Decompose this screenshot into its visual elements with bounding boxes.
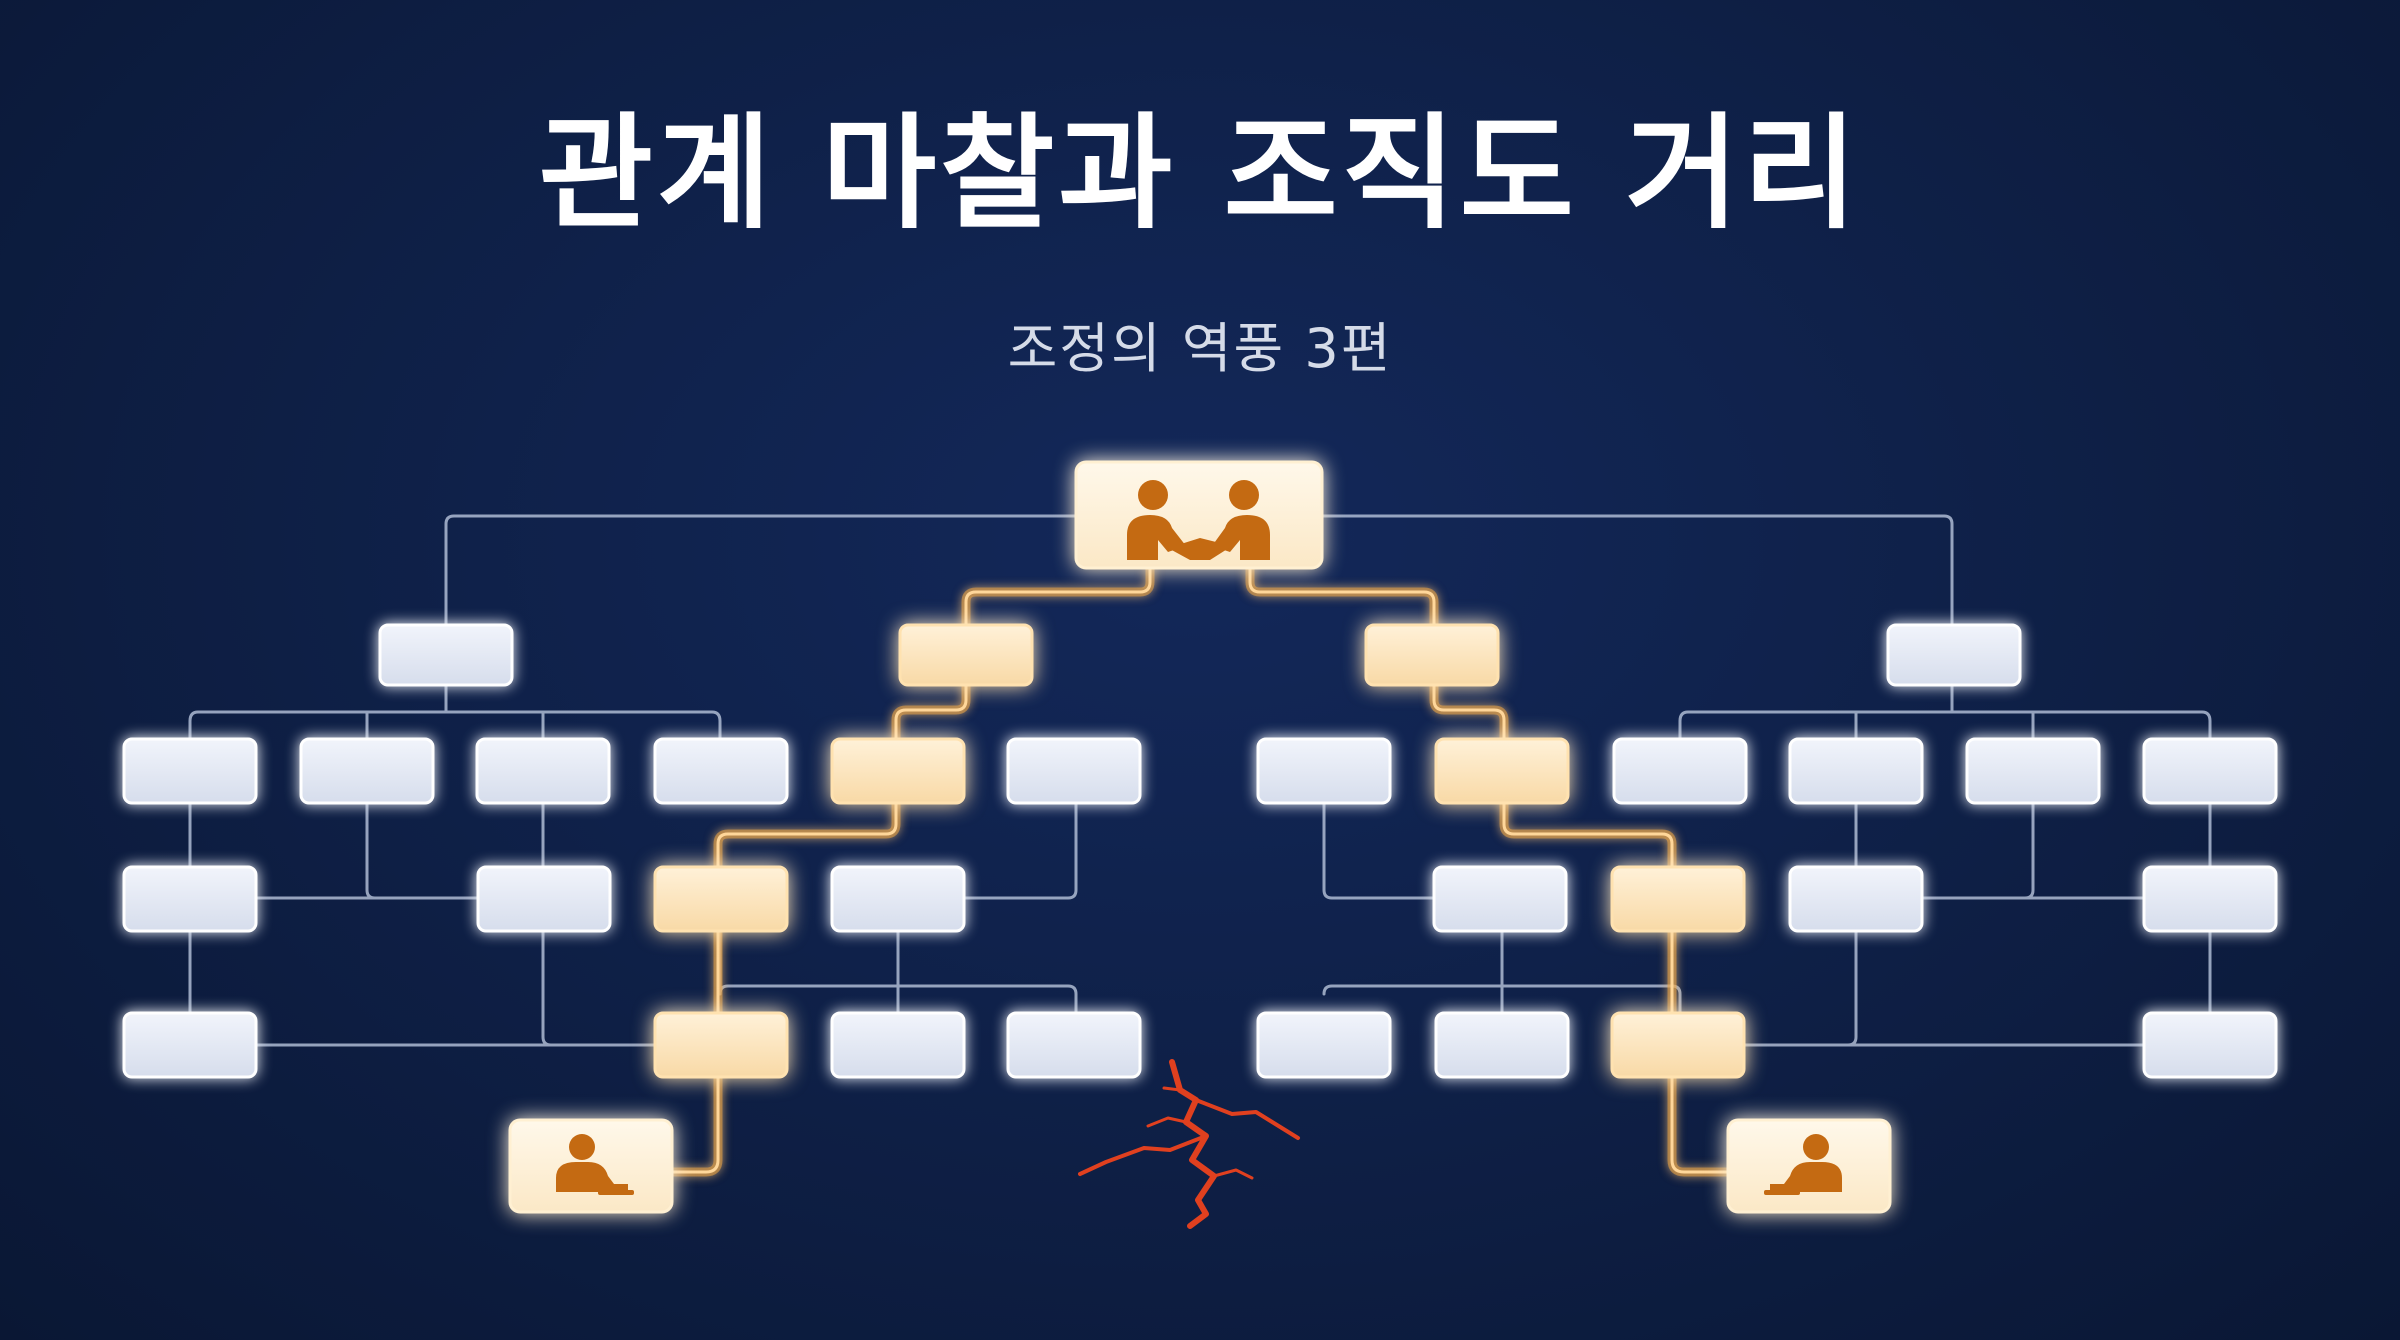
org-node <box>1432 865 1568 933</box>
handshake-icon <box>1127 480 1270 560</box>
org-node <box>122 1011 258 1079</box>
org-node <box>378 623 514 687</box>
org-node <box>830 1011 966 1079</box>
person-at-desk-icon <box>1764 1134 1842 1195</box>
org-node <box>1788 737 1924 805</box>
org-node <box>122 865 258 933</box>
highlighted-nodes <box>653 623 1746 1079</box>
org-node <box>1006 737 1142 805</box>
handshake-card <box>1074 460 1324 570</box>
highlighted-node <box>1610 865 1746 933</box>
highlight-paths <box>667 562 1733 1177</box>
org-node <box>1612 737 1748 805</box>
org-node <box>1006 1011 1142 1079</box>
org-nodes <box>122 623 2278 1079</box>
org-node <box>122 737 258 805</box>
highlighted-node <box>653 865 789 933</box>
org-node <box>476 865 612 933</box>
org-node <box>2142 1011 2278 1079</box>
highlighted-node <box>1610 1011 1746 1079</box>
right-person-card <box>1726 1118 1892 1214</box>
highlighted-node <box>830 737 966 805</box>
org-node <box>1256 1011 1392 1079</box>
org-node <box>475 737 611 805</box>
highlighted-node <box>1434 737 1570 805</box>
org-node <box>1965 737 2101 805</box>
org-node <box>830 865 966 933</box>
crack-icon <box>1078 1059 1300 1229</box>
highlighted-node <box>898 623 1034 687</box>
org-node <box>1788 865 1924 933</box>
page-title: 관계 마찰과 조직도 거리 <box>538 102 1862 246</box>
highlighted-node <box>1364 623 1500 687</box>
page-subtitle: 조정의 역풍 3편 <box>1007 317 1393 380</box>
org-node <box>653 737 789 805</box>
connector-lines <box>188 514 2212 1047</box>
org-node <box>2142 737 2278 805</box>
left-person-card <box>508 1118 674 1214</box>
person-at-desk-icon <box>556 1134 634 1195</box>
highlighted-node <box>653 1011 789 1079</box>
org-node <box>1256 737 1392 805</box>
org-node <box>1886 623 2022 687</box>
org-node <box>299 737 435 805</box>
org-node <box>2142 865 2278 933</box>
org-node <box>1434 1011 1570 1079</box>
